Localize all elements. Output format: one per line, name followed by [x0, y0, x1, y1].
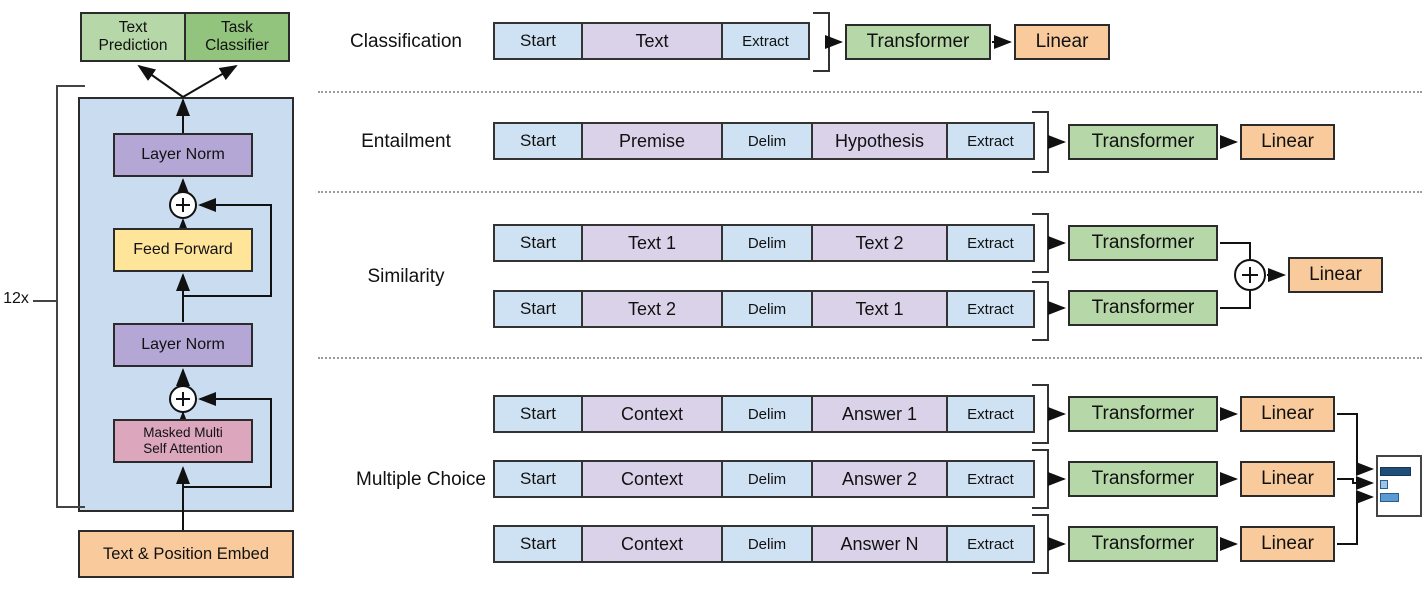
prediction-bars-icon — [1376, 455, 1422, 517]
token-cell: Extract — [948, 292, 1033, 326]
linear-box: Linear — [1014, 24, 1110, 60]
left-diagram-arrows — [137, 64, 272, 530]
token-cell: Start — [495, 124, 583, 158]
transformer-box: Transformer — [1068, 461, 1218, 497]
token-bar-choice-n: Start Context Delim Answer N Extract — [493, 525, 1035, 563]
text-prediction-box: Text Prediction — [80, 12, 186, 62]
layer-norm-box-bottom: Layer Norm — [113, 323, 253, 367]
separator-line — [318, 191, 1422, 193]
token-cell: Delim — [723, 462, 813, 496]
token-bar-similarity-2: Start Text 2 Delim Text 1 Extract — [493, 290, 1035, 328]
separator-line — [318, 357, 1422, 359]
token-cell: Extract — [948, 462, 1033, 496]
transformer-box: Transformer — [1068, 526, 1218, 562]
token-cell: Delim — [723, 124, 813, 158]
plus-circle-icon — [1234, 259, 1266, 291]
prediction-bar — [1380, 493, 1399, 502]
embed-box: Text & Position Embed — [78, 530, 294, 578]
task-label-entailment: Entailment — [361, 131, 451, 152]
masked-attention-box: Masked Multi Self Attention — [113, 419, 253, 463]
repeat-bracket — [33, 85, 85, 508]
token-cell: Context — [583, 397, 723, 431]
token-cell: Start — [495, 397, 583, 431]
task-classifier-box: Task Classifier — [184, 12, 290, 62]
token-cell: Delim — [723, 292, 813, 326]
token-cell: Extract — [723, 24, 808, 58]
token-cell: Delim — [723, 527, 813, 561]
token-bar-classification: Start Text Extract — [493, 22, 810, 60]
task-label-multiple-choice: Multiple Choice — [356, 469, 486, 490]
flow-arrows — [825, 35, 1374, 551]
prediction-bar — [1380, 467, 1411, 476]
token-cell: Delim — [723, 226, 813, 260]
feed-forward-box: Feed Forward — [113, 228, 253, 272]
token-cell: Text 1 — [583, 226, 723, 260]
task-label-classification: Classification — [350, 31, 462, 52]
token-cell: Start — [495, 462, 583, 496]
token-cell: Extract — [948, 124, 1033, 158]
prediction-bar — [1380, 480, 1388, 489]
linear-box: Linear — [1288, 257, 1383, 293]
token-cell: Extract — [948, 527, 1033, 561]
token-cell: Context — [583, 527, 723, 561]
token-cell: Text 2 — [583, 292, 723, 326]
linear-box: Linear — [1240, 526, 1335, 562]
token-cell: Start — [495, 527, 583, 561]
token-bar-choice-1: Start Context Delim Answer 1 Extract — [493, 395, 1035, 433]
token-cell: Delim — [723, 397, 813, 431]
token-cell: Extract — [948, 397, 1033, 431]
layer-norm-box-top: Layer Norm — [113, 133, 253, 177]
token-cell: Extract — [948, 226, 1033, 260]
token-bar-entailment: Start Premise Delim Hypothesis Extract — [493, 122, 1035, 160]
token-bar-choice-2: Start Context Delim Answer 2 Extract — [493, 460, 1035, 498]
token-cell: Answer 2 — [813, 462, 948, 496]
token-cell: Text 2 — [813, 226, 948, 260]
transformer-box: Transformer — [1068, 124, 1218, 160]
repeat-count-label: 12x — [3, 290, 29, 307]
linear-box: Linear — [1240, 396, 1335, 432]
transformer-box: Transformer — [1068, 225, 1218, 261]
token-cell: Start — [495, 292, 583, 326]
token-cell: Answer 1 — [813, 397, 948, 431]
token-cell: Premise — [583, 124, 723, 158]
token-bar-similarity-1: Start Text 1 Delim Text 2 Extract — [493, 224, 1035, 262]
transformer-box: Transformer — [845, 24, 991, 60]
linear-box: Linear — [1240, 461, 1335, 497]
separator-line — [318, 91, 1422, 93]
token-cell: Start — [495, 226, 583, 260]
token-cell: Text 1 — [813, 292, 948, 326]
task-label-similarity: Similarity — [367, 266, 445, 287]
linear-box: Linear — [1240, 124, 1335, 160]
transformer-box: Transformer — [1068, 396, 1218, 432]
token-cell: Text — [583, 24, 723, 58]
plus-circle-icon — [169, 191, 197, 413]
token-cell: Start — [495, 24, 583, 58]
token-cell: Answer N — [813, 527, 948, 561]
token-cell: Hypothesis — [813, 124, 948, 158]
token-cell: Context — [583, 462, 723, 496]
transformer-box: Transformer — [1068, 290, 1218, 326]
